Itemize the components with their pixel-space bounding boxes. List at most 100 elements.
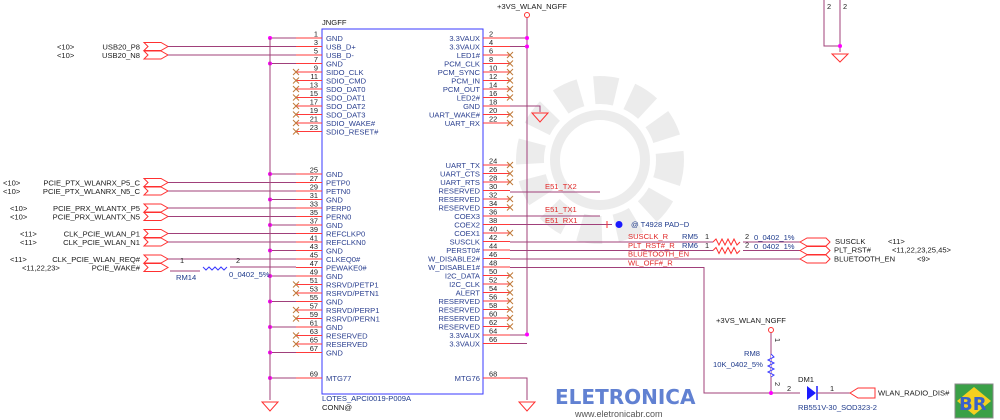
pin-name: SDIO_RESET# <box>326 128 379 137</box>
offpage-net-clk-pcie-wlan-n1[interactable]: <11>CLK_PCIE_WLAN_N1 <box>20 237 296 247</box>
dm1-diode-icon[interactable] <box>807 386 816 400</box>
pin-name: UART_RTS <box>440 178 480 187</box>
rm14-resistor[interactable] <box>202 266 228 271</box>
net-label-plt-rst-r: PLT_RST#_R <box>628 241 675 250</box>
top-right-pin-a: 2 <box>827 2 831 11</box>
rm6-resistor[interactable] <box>712 246 741 255</box>
offpage-flag-icon <box>142 178 170 187</box>
pin-name: W_DISABLE2# <box>428 255 481 264</box>
pin-number: 42 <box>489 233 497 242</box>
pin-number: 23 <box>310 123 318 132</box>
rm8-resistor[interactable] <box>766 353 776 378</box>
net-sheet-ref: <11> <box>20 230 37 239</box>
junction-dot <box>525 36 529 40</box>
offpage-plt-rst-ref: <11,22,23,25,45> <box>892 246 952 255</box>
net-label-e51-rx1: E51_RX1 <box>545 216 578 225</box>
no-connect-icon <box>506 111 514 118</box>
no-connect-icon <box>292 306 300 314</box>
pin-name: SDO_DAT0 <box>326 85 366 94</box>
no-connect-icon <box>292 315 300 322</box>
pin-name: RSRVD/PETN1 <box>326 289 379 298</box>
net-sheet-ref: <10> <box>3 187 21 196</box>
rm5-resistor[interactable] <box>712 237 741 247</box>
pin-number: 60 <box>489 310 497 319</box>
junction-dot <box>769 391 773 395</box>
rm5-value: 0_0402_1% <box>754 233 795 242</box>
pin-number: 34 <box>489 199 497 208</box>
no-connect-icon <box>506 314 514 322</box>
offpage-net-pcie-ptx-wlanrx-n5-c[interactable]: <10>PCIE_PTX_WLANRX_N5_C <box>3 186 296 196</box>
offpage-flag-icon[interactable] <box>798 246 831 255</box>
pin-number: 65 <box>310 336 318 345</box>
no-connect-icon <box>506 289 514 296</box>
pin-name: RESERVED <box>438 297 480 306</box>
offpage-net-usb20-p8[interactable]: <10>USB20_P8 <box>57 42 296 52</box>
pin-name: W_DISABLE1# <box>428 263 481 272</box>
pin-number: 41 <box>310 234 318 243</box>
offpage-radio-dis-flag[interactable] <box>849 387 876 399</box>
top-right-pin-b: 2 <box>843 2 847 11</box>
pin-name: USB_D- <box>326 51 354 60</box>
offpage-flag-icon[interactable] <box>798 254 831 264</box>
net-name: PCIE_WAKE# <box>92 264 141 273</box>
pin-number: 32 <box>489 191 497 200</box>
watermark-brand: ELETRONICA <box>555 385 696 409</box>
pin-name: 3.3VAUX <box>449 34 480 43</box>
pin-name: RESERVED <box>438 306 480 315</box>
offpage-flag-icon <box>142 50 170 60</box>
net-sheet-ref: <10> <box>57 51 75 60</box>
pin-4: 43.3VAUX <box>449 38 527 52</box>
pin-name: CLKEQ0# <box>326 255 361 264</box>
offpage-net-clk-pcie-wlan-p1[interactable]: <11>CLK_PCIE_WLAN_P1 <box>20 229 296 239</box>
rm8-power-label: +3VS_WLAN_NGFF <box>716 316 786 325</box>
offpage-flag-icon[interactable] <box>798 237 831 247</box>
no-connect-icon <box>506 85 514 93</box>
net-label-wl-off: WL_OFF#_R <box>628 259 673 268</box>
pin-name: SDIO_CMD <box>326 77 367 86</box>
offpage-net-pcie-prx-wlantx-n5[interactable]: <10>PCIE_PRX_WLANTX_N5 <box>10 212 296 222</box>
pin-name: GND <box>326 196 343 205</box>
power-port-icon <box>768 327 774 333</box>
rm8-pin1: 1 <box>773 338 782 342</box>
junction-dot <box>838 44 842 48</box>
offpage-net-pcie-wake-[interactable]: <11,22,23>PCIE_WAKE# <box>22 263 170 273</box>
no-connect-icon <box>292 77 300 84</box>
no-connect-icon <box>506 272 514 279</box>
pin-name: PETP0 <box>326 179 350 188</box>
pin-number: 11 <box>310 72 318 81</box>
offpage-susclk-label: SUSCLK <box>835 237 865 246</box>
no-connect-icon <box>292 111 300 118</box>
test-pad-icon[interactable] <box>615 221 623 228</box>
pin-65: 65 RESERVED <box>292 336 368 349</box>
offpage-net-usb20-n8[interactable]: <10>USB20_N8 <box>57 50 296 60</box>
pin-name: RESERVED <box>326 340 368 349</box>
pin-number: 15 <box>310 89 318 98</box>
pin-number: 9 <box>314 64 318 73</box>
pin-number: 18 <box>489 98 497 107</box>
net-sheet-ref: <11> <box>20 238 37 247</box>
pin-name: RESERVED <box>438 195 480 204</box>
offpage-flag-icon <box>142 254 170 264</box>
rm14-ref: RM14 <box>176 273 196 282</box>
pin-name: PCM_OUT <box>443 85 480 94</box>
